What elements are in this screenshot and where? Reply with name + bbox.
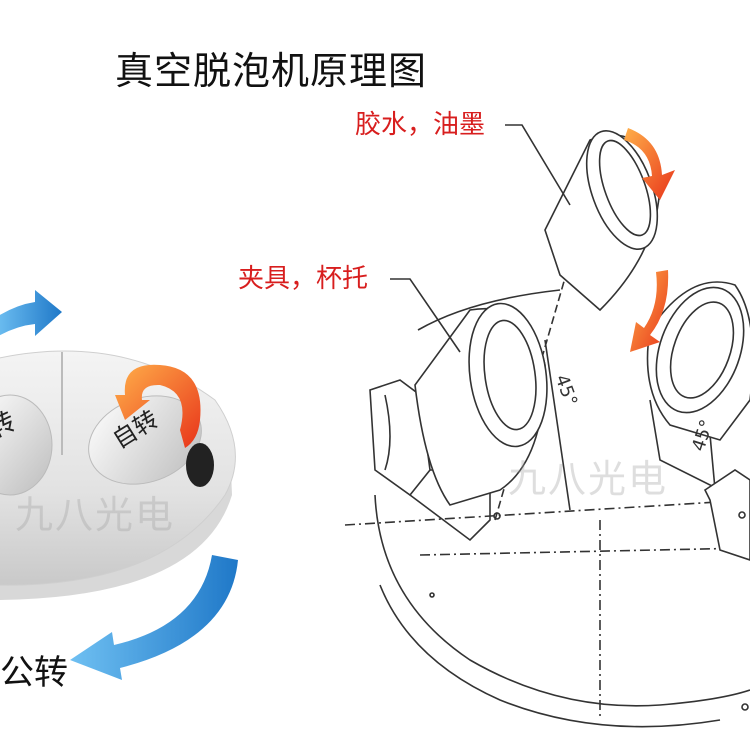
revolve-label: 公转 (0, 653, 68, 693)
left-illustration (0, 290, 238, 680)
glue-callout: 胶水，油墨 (355, 110, 486, 140)
self-rotate-arrow (115, 364, 201, 448)
base-plate (374, 494, 750, 707)
left-cup (0, 394, 53, 496)
right-mechanism (344, 124, 750, 728)
holder-rotate-arrow (630, 270, 669, 352)
glue-leader (505, 124, 571, 206)
revolve-arrow-bottom (70, 555, 238, 680)
page-title: 真空脱泡机原理图 (115, 49, 428, 93)
revolve-arrow-top (0, 290, 62, 336)
watermark-right: 九八光电 (508, 457, 669, 501)
fixture-leader (390, 278, 461, 353)
glue-rotate-arrow (624, 128, 675, 200)
fixture-callout: 夹具，杯托 (238, 264, 369, 294)
watermark-left: 九八光电 (15, 493, 176, 537)
right-holder (646, 281, 750, 441)
